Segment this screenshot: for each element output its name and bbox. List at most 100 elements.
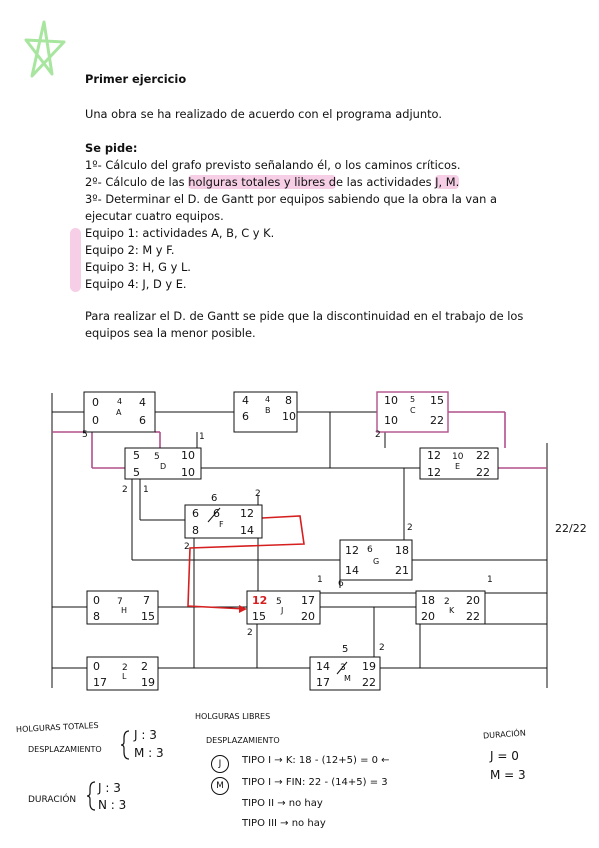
node-f-ls: 8	[192, 524, 199, 537]
link-label-c-in: 2	[375, 430, 381, 440]
node-g-ls: 14	[345, 564, 359, 577]
node-d-ls: 5	[133, 466, 140, 479]
item-1: 1º- Cálculo del grafo previsto señalando…	[85, 158, 461, 172]
node-j-es: 12	[252, 594, 267, 607]
node-f-above: 6	[211, 493, 217, 504]
node-h-letter: H	[121, 606, 127, 615]
node-a-ls: 0	[92, 414, 99, 427]
node-b-es: 4	[242, 394, 249, 407]
notes-dt-m: M : 3	[134, 746, 164, 760]
node-c-ef: 15	[430, 394, 444, 407]
notes-desplazamiento-1: DESPLAZAMIENTO	[28, 745, 102, 754]
node-l-dur: 2	[122, 663, 128, 673]
notes-duracion-right-j: J = 0	[490, 749, 519, 763]
project-end-label: 22/22	[555, 522, 587, 535]
node-h-ef: 7	[143, 594, 150, 607]
exercise-title: Primer ejercicio	[85, 72, 187, 86]
node-f-lf: 14	[240, 524, 254, 537]
node-j-ls: 15	[252, 610, 266, 623]
node-l-lf: 19	[141, 676, 155, 689]
node-f-ef: 12	[240, 507, 254, 520]
node-k-lf: 22	[466, 610, 480, 623]
item-2: 2º- Cálculo de las holguras totales y li…	[85, 174, 460, 191]
notes-duracion-right-label: DURACIÓN	[482, 728, 527, 741]
node-d-ef: 10	[181, 449, 195, 462]
link-label-g-above: 2	[407, 523, 413, 533]
notes-duracion-right-m: M = 3	[490, 768, 526, 782]
node-a-lf: 6	[139, 414, 146, 427]
node-b-letter: B	[265, 406, 271, 415]
node-m-ls: 17	[316, 676, 330, 689]
node-g-lf: 21	[395, 564, 409, 577]
link-label-a-in: 5	[82, 430, 88, 440]
node-g-es: 12	[345, 544, 359, 557]
node-k-letter: K	[449, 606, 455, 615]
equipos-highlight-bar	[70, 228, 81, 292]
notes-dur-j: J : 3	[98, 781, 121, 795]
node-m-es: 14	[316, 660, 330, 673]
notes-dt-j: J : 3	[134, 728, 157, 742]
node-g-dur: 6	[367, 545, 373, 555]
link-label-f-in: 2	[184, 542, 190, 552]
node-j-ef: 17	[301, 594, 315, 607]
se-pide-heading: Se pide:	[85, 141, 138, 155]
link-label-b-out: 1	[199, 432, 205, 442]
item-2-highlight-1: holguras totales y libres d	[188, 175, 337, 189]
brace-2-icon	[86, 781, 96, 811]
notes-duracion-label: DURACIÓN	[28, 795, 77, 805]
link-label-m-above: 2	[379, 643, 385, 653]
node-b-ls: 6	[242, 410, 249, 423]
node-k-ls: 20	[421, 610, 435, 623]
node-d-letter: D	[160, 462, 166, 471]
node-h-dur: 7	[117, 597, 123, 607]
node-j-dur: 5	[276, 597, 282, 607]
equipo-3: Equipo 3: H, G y L.	[85, 260, 191, 274]
node-g-letter: G	[373, 557, 379, 566]
link-label-f-above: 2	[255, 489, 261, 499]
notes-holguras-totales: HOLGURAS TOTALES	[15, 720, 99, 735]
node-m-dur: 3	[340, 663, 346, 673]
notes-desplazamiento-2: DESPLAZAMIENTO	[206, 736, 280, 745]
node-c-dur: 5	[410, 395, 415, 404]
node-k-es: 18	[421, 594, 435, 607]
circle-m-label: M	[216, 781, 224, 791]
gantt-paragraph-line-2: equipos sea la menor posible.	[85, 326, 256, 340]
gantt-paragraph-line-1: Para realizar el D. de Gantt se pide que…	[85, 309, 524, 323]
circle-j-icon: J	[211, 755, 229, 773]
circle-j-label: J	[218, 759, 222, 769]
node-e-ef: 22	[476, 449, 490, 462]
equipo-2: Equipo 2: M y F.	[85, 243, 175, 257]
node-d-dur: 5	[154, 452, 160, 462]
link-label-d-out: 1	[143, 485, 149, 495]
node-l-es: 0	[93, 660, 100, 673]
node-e-es: 12	[427, 449, 441, 462]
node-b-ef: 8	[285, 394, 292, 407]
node-j-letter: J	[280, 606, 283, 615]
notes-line-tipo3: TIPO III → no hay	[242, 818, 326, 829]
node-b-dur: 4	[265, 395, 270, 404]
node-e-letter: E	[455, 462, 460, 471]
brace-1-icon	[120, 730, 130, 760]
node-e-dur: 10	[452, 452, 464, 462]
node-c-letter: C	[410, 406, 416, 415]
node-m-letter: M	[344, 674, 351, 683]
notes-line-m: TIPO I → FIN: 22 - (14+5) = 3	[242, 777, 388, 788]
node-f-letter: F	[219, 520, 224, 529]
network-diagram: 0 4 4 A 0 6 4 4 8 B 6 10 10 5 15 C 10 22…	[51, 391, 587, 691]
star-doodle-icon	[24, 20, 66, 78]
node-h-lf: 15	[141, 610, 155, 623]
node-l-ef: 2	[141, 660, 148, 673]
link-label-j-below: 2	[247, 628, 253, 638]
node-a-es: 0	[92, 396, 99, 409]
link-label-g-in: 6	[338, 579, 344, 589]
item-2-start: 2º- Cálculo de las	[85, 175, 189, 189]
item-2-mid: e las actividades	[336, 175, 436, 189]
notes-dur-m: N : 3	[98, 798, 127, 812]
notes-holguras-libres: HOLGURAS LIBRES	[195, 712, 271, 721]
node-e-lf: 22	[476, 466, 490, 479]
notes-line-j: TIPO I → K: 18 - (12+5) = 0 ←	[242, 755, 390, 766]
node-a-letter: A	[116, 408, 122, 417]
node-c-lf: 22	[430, 414, 444, 427]
node-l-ls: 17	[93, 676, 107, 689]
node-k-dur: 2	[444, 597, 450, 607]
